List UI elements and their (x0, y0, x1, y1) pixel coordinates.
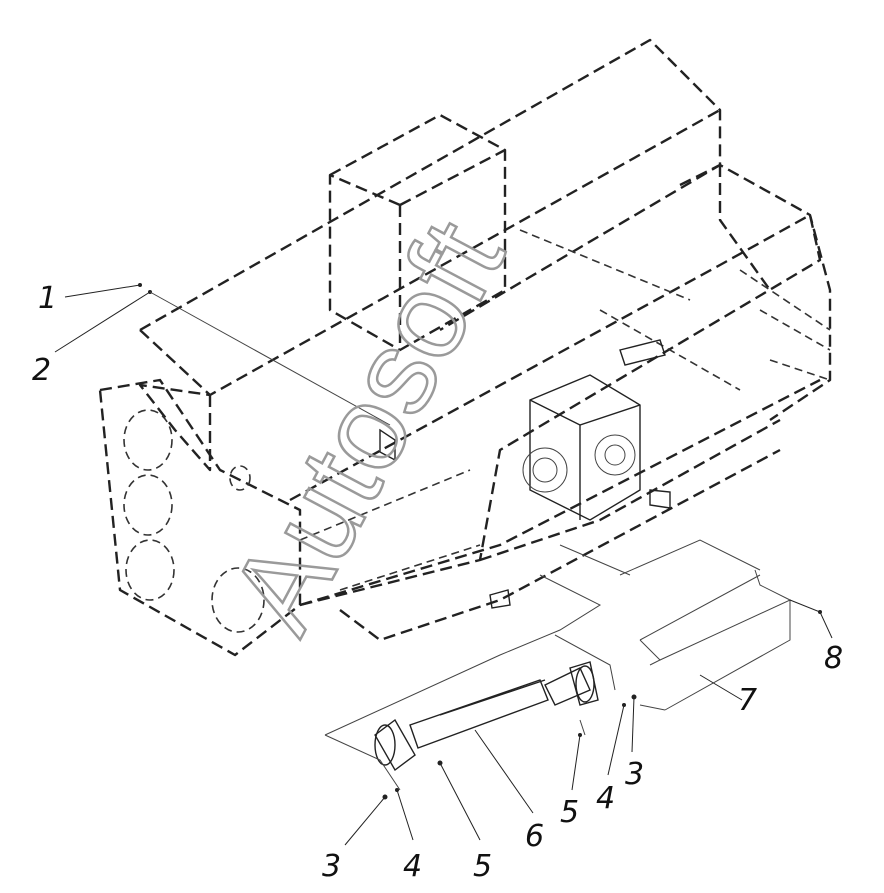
callout-7: 7 (738, 683, 757, 718)
callout-3-right: 3 (625, 757, 644, 792)
callout-labels: 1 2 3 3 4 4 5 5 6 7 8 (32, 281, 843, 884)
cardan-shaft (374, 661, 599, 772)
callout-2: 2 (32, 353, 51, 388)
watermark: Autosoft (205, 201, 530, 653)
gearbox (379, 339, 671, 609)
callout-4-right: 4 (596, 781, 615, 816)
machine-body-phantom (98, 38, 832, 657)
cover-plate (639, 569, 791, 711)
callout-4-left: 4 (403, 849, 422, 884)
callout-8: 8 (824, 641, 843, 676)
callout-5-left: 5 (473, 849, 492, 884)
callout-3-left: 3 (322, 849, 341, 884)
leader-lines (54, 284, 833, 846)
assembly-guide-lines (149, 291, 761, 791)
callout-6: 6 (525, 819, 544, 854)
callout-5-right: 5 (560, 795, 579, 830)
callout-1: 1 (38, 281, 57, 316)
